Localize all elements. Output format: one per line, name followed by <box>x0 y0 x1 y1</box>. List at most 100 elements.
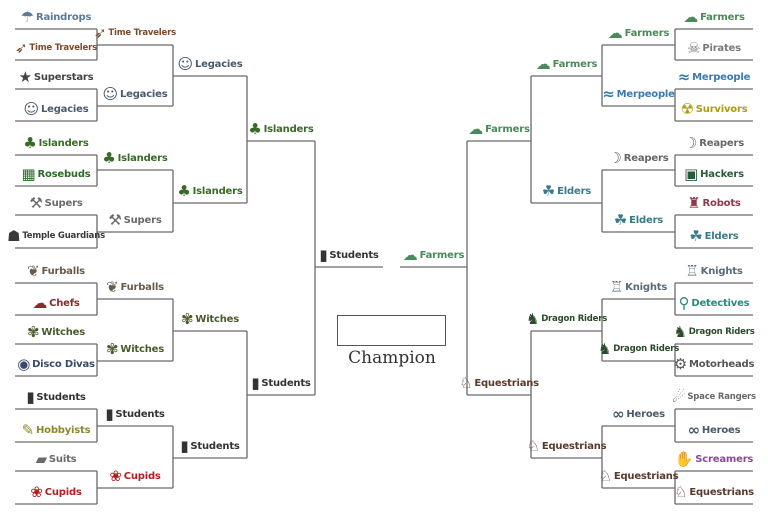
left-round1-team[interactable]: ☂Raindrops <box>17 6 95 28</box>
hammer-icon: ⚒ <box>108 210 122 229</box>
left-round1-team[interactable]: ✾Witches <box>17 321 95 343</box>
left-round1-team[interactable]: ➶Time Travelers <box>15 37 97 59</box>
keyboard-key-icon: ▣ <box>684 164 699 183</box>
left-round1-team[interactable]: ☁Chefs <box>17 292 95 314</box>
right-round2-team[interactable]: ☘Elders <box>604 209 673 231</box>
left-round1-team[interactable]: ♣Islanders <box>17 132 95 154</box>
right-round1-team[interactable]: ♖Knights <box>677 260 751 282</box>
team-name: Robots <box>702 197 741 209</box>
team-name: Motorheads <box>689 358 755 370</box>
right-round3-team[interactable]: ♞Dragon Riders <box>526 308 607 330</box>
team-name: Equestrians <box>613 470 679 482</box>
sheep-icon: ☁ <box>535 54 551 73</box>
team-name: Time Travelers <box>29 43 97 53</box>
left-round2-team[interactable]: ☺Legacies <box>99 83 171 105</box>
team-name: Heroes <box>701 424 741 436</box>
right-round2-team[interactable]: ♘Equestrians <box>599 465 679 487</box>
sheep-icon: ☁ <box>468 119 484 138</box>
team-name: Farmers <box>552 58 598 70</box>
team-name: Raindrops <box>35 11 92 23</box>
right-round1-team[interactable]: ☁Farmers <box>677 6 751 28</box>
left-round2-team[interactable]: ▮Students <box>99 403 171 425</box>
left-round1-team[interactable]: ★Superstars <box>17 66 95 88</box>
left-round3-team[interactable]: ▮Students <box>175 435 245 457</box>
team-name: Dragon Riders <box>613 344 680 354</box>
right-round1-team[interactable]: ∞Heroes <box>677 419 751 441</box>
team-name: Islanders <box>263 123 314 135</box>
left-finalist-team[interactable]: ▮Students <box>317 244 381 266</box>
left-round1-team[interactable]: ❀Cupids <box>17 481 95 503</box>
right-round3-team[interactable]: ♘Equestrians <box>527 435 607 457</box>
right-round2-team[interactable]: ☽Reapers <box>604 147 673 169</box>
right-round4-team[interactable]: ☁Farmers <box>468 118 530 140</box>
left-round1-team[interactable]: ✎Hobbyists <box>17 419 95 441</box>
book-icon: ▮ <box>180 436 189 455</box>
herb-icon: ✾ <box>106 339 119 358</box>
screamer-icon: ✋ <box>674 449 694 468</box>
team-name: Merpeople <box>616 88 675 100</box>
team-name: Dragon Riders <box>688 327 755 337</box>
fish-tail-icon: ≈ <box>677 67 691 86</box>
left-round3-team[interactable]: ☺Legacies <box>175 53 245 75</box>
left-round2-team[interactable]: ➶Time Travelers <box>94 22 176 44</box>
star-icon: ★ <box>18 67 32 86</box>
right-round3-team[interactable]: ☘Elders <box>533 180 600 202</box>
right-round1-team[interactable]: ☢Survivors <box>677 98 751 120</box>
horse-icon: ♘ <box>598 466 612 485</box>
team-name: Students <box>261 377 311 389</box>
right-finalist-team[interactable]: ☁Farmers <box>402 244 465 266</box>
team-name: Supers <box>44 197 83 209</box>
team-name: Suits <box>48 453 77 465</box>
left-round2-team[interactable]: ⚒Supers <box>99 209 171 231</box>
left-round1-team[interactable]: ☺Legacies <box>17 98 95 120</box>
left-round4-team[interactable]: ▮Students <box>249 372 313 394</box>
team-name: Temple Guardians <box>22 231 105 241</box>
right-round1-team[interactable]: ☘Elders <box>677 225 751 247</box>
radiation-icon: ☢ <box>680 99 694 118</box>
right-round1-team[interactable]: ▣Hackers <box>677 163 751 185</box>
right-round1-team[interactable]: ✋Screamers <box>674 448 754 470</box>
palm-tree-icon: ♣ <box>102 148 116 167</box>
left-round1-team[interactable]: ▮Students <box>17 386 95 408</box>
team-name: Hackers <box>700 168 744 180</box>
left-round1-team[interactable]: ▰Suits <box>17 448 95 470</box>
right-round1-team[interactable]: ⚲Detectives <box>677 292 751 314</box>
left-round1-team[interactable]: ▦Rosebuds <box>17 163 95 185</box>
right-round1-team[interactable]: ☽Reapers <box>677 132 751 154</box>
left-round2-team[interactable]: ❀Cupids <box>99 465 171 487</box>
briefcase-icon: ▰ <box>35 449 48 468</box>
right-round2-team[interactable]: ♞Dragon Riders <box>598 338 679 360</box>
left-round2-team[interactable]: ✾Witches <box>99 338 171 360</box>
left-round3-team[interactable]: ♣Islanders <box>175 180 245 202</box>
palm-tree-icon: ♣ <box>248 119 262 138</box>
team-name: Farmers <box>624 27 670 39</box>
right-round2-team[interactable]: ≈Merpeople <box>602 83 675 105</box>
left-round4-team[interactable]: ♣Islanders <box>248 118 314 140</box>
elder-icon: ☘ <box>541 181 556 200</box>
left-round3-team[interactable]: ✾Witches <box>175 308 245 330</box>
team-name: Equestrians <box>689 486 754 498</box>
left-round1-team[interactable]: ⚒Supers <box>17 192 95 214</box>
left-round2-team[interactable]: ❦Furballs <box>99 276 171 298</box>
right-round3-team[interactable]: ☁Farmers <box>533 53 600 75</box>
left-round1-team[interactable]: ❦Furballs <box>17 260 95 282</box>
right-round1-team[interactable]: ♞Dragon Riders <box>673 321 754 343</box>
right-round1-team[interactable]: ☄Space Rangers <box>672 386 756 408</box>
right-round1-team[interactable]: ⚙Motorheads <box>674 353 755 375</box>
left-round1-team[interactable]: ◉Disco Divas <box>17 353 95 375</box>
champion-box[interactable] <box>337 315 446 346</box>
right-round1-team[interactable]: ♜Robots <box>677 192 751 214</box>
right-round1-team[interactable]: ≈Merpeople <box>677 66 751 88</box>
right-round2-team[interactable]: ♖Knights <box>604 276 673 298</box>
left-round2-team[interactable]: ♣Islanders <box>99 147 171 169</box>
scythe-icon: ☽ <box>608 148 622 167</box>
left-round1-team[interactable]: ☗Temple Guardians <box>7 225 105 247</box>
team-name: Elders <box>704 230 739 242</box>
right-round1-team[interactable]: ☠Pirates <box>677 37 751 59</box>
right-round2-team[interactable]: ☁Farmers <box>604 22 673 44</box>
right-round2-team[interactable]: ∞Heroes <box>604 403 673 425</box>
team-name: Merpeople <box>692 71 751 83</box>
right-round4-team[interactable]: ♘Equestrians <box>459 372 539 394</box>
right-round1-team[interactable]: ♘Equestrians <box>674 481 754 503</box>
